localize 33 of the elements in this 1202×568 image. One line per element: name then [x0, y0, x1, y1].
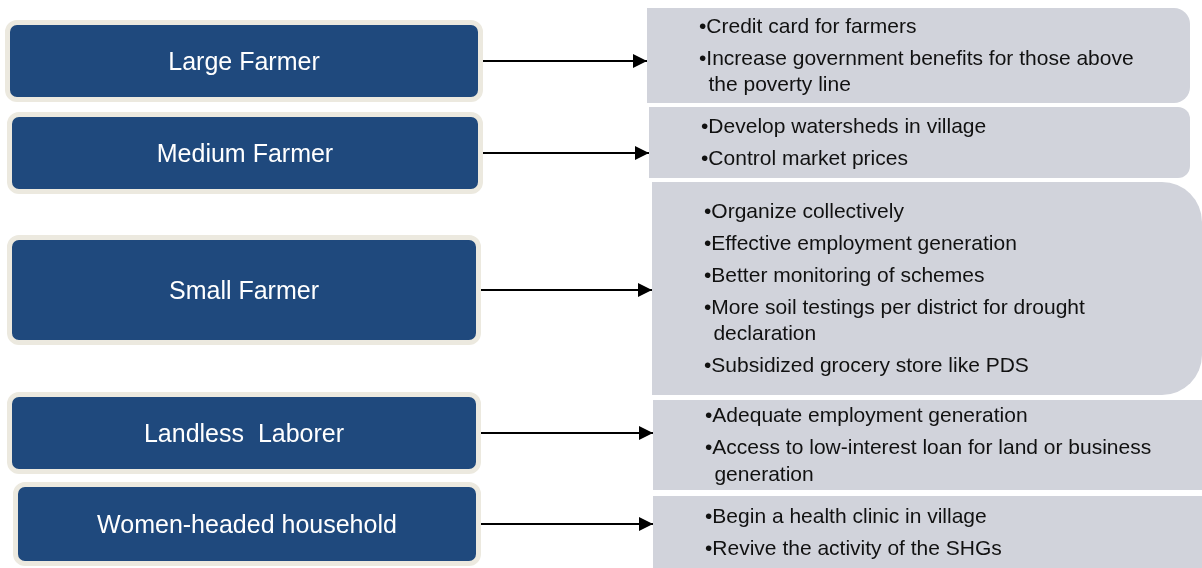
bullet-item: •Effective employment generation — [704, 229, 1018, 256]
group-label: Small Farmer — [169, 275, 319, 305]
needs-box — [653, 496, 1202, 568]
bullet-item: •Begin a health clinic in village — [705, 502, 988, 529]
arrow — [482, 146, 650, 160]
group-box — [7, 392, 481, 474]
bullet-item: •Organize collectively — [704, 197, 905, 224]
needs-box — [649, 107, 1190, 178]
bullet-item: •More soil testings per district for drought declaration — [704, 293, 1086, 347]
group-box — [7, 112, 483, 194]
bullet-item: •Better monitoring of schemes — [704, 261, 986, 288]
group-label: Landless Laborer — [143, 418, 345, 448]
bullet-item: •Increase government benefits for those above the poverty line — [699, 44, 1135, 98]
needs-box — [653, 400, 1202, 490]
arrow — [482, 54, 648, 68]
bullet-item: •Revive the activity of the SHGs — [705, 534, 1003, 561]
group-label: Women-headed household — [97, 509, 397, 539]
group-box — [7, 235, 481, 345]
arrow — [480, 517, 654, 531]
bullet-item: •Credit card for farmers — [699, 12, 918, 39]
bullet-item: •Control market prices — [701, 145, 909, 171]
bullet-item: •Access to low-interest loan for land or business generation — [705, 434, 1153, 487]
group-label: Medium Farmer — [156, 138, 334, 168]
arrow — [480, 283, 653, 297]
arrow — [480, 426, 654, 440]
group-box — [13, 482, 481, 566]
needs-box — [647, 8, 1190, 103]
group-box — [5, 20, 483, 102]
needs-box — [652, 182, 1202, 395]
bullet-item: •Adequate employment generation — [705, 402, 1029, 429]
group-label: Large Farmer — [168, 46, 320, 76]
bullet-item: •Subsidized grocery store like PDS — [704, 352, 1030, 379]
bullet-item: •Develop watersheds in village — [701, 113, 988, 140]
